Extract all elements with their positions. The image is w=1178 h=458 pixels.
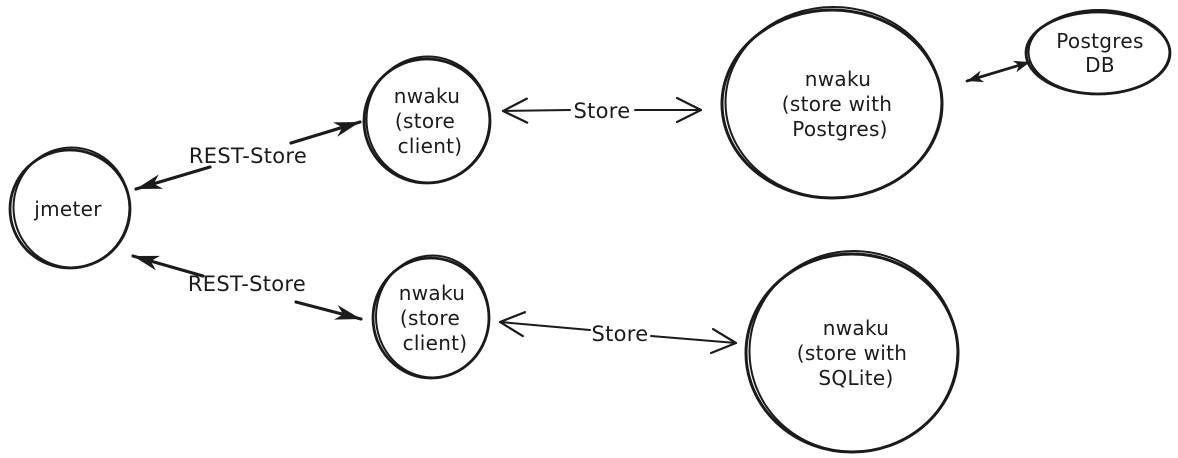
edge-line	[289, 120, 362, 145]
node-label-line: DB	[1085, 53, 1115, 77]
node-label-line: (store with	[797, 341, 907, 365]
store-client-bottom-circle-overstroke	[375, 254, 490, 379]
edge-label: Store	[573, 99, 630, 123]
node-label-line: SQLite)	[818, 366, 893, 390]
edge-rest-store-bottom: REST-Store	[131, 254, 363, 321]
node-label-line: nwaku	[399, 281, 465, 305]
edge-line	[498, 311, 591, 338]
node-nwaku-store-client-top: nwaku (store client)	[362, 55, 492, 185]
node-jmeter: jmeter	[8, 146, 132, 270]
store-client-top-circle-overstroke	[365, 55, 491, 184]
postgres-db-ellipse-overstroke	[1027, 9, 1171, 95]
edge-line	[650, 327, 738, 355]
node-label-line: nwaku	[823, 316, 889, 340]
node-label-line: Postgres)	[792, 117, 888, 141]
node-label-line: nwaku	[394, 84, 460, 108]
node-label-line: (store	[400, 306, 460, 330]
edge-label: Store	[591, 322, 648, 346]
edge-rest-store-top: REST-Store	[134, 120, 362, 191]
node-postgres-db: Postgres DB	[1024, 9, 1172, 96]
node-label-line: (store	[395, 109, 455, 133]
node-nwaku-store-with-postgres: nwaku (store with Postgres)	[720, 6, 944, 200]
edge-store-bottom: Store	[498, 311, 738, 355]
store-sqlite-circle-overstroke	[748, 250, 959, 453]
edge-line	[294, 300, 363, 321]
node-label-line: client)	[403, 331, 468, 355]
node-nwaku-store-with-sqlite: nwaku (store with SQLite)	[744, 250, 960, 454]
edge-line	[501, 97, 571, 124]
edge-line	[131, 254, 205, 278]
edge-label: REST-Store	[189, 144, 307, 168]
node-nwaku-store-client-bottom: nwaku (store client)	[371, 254, 491, 380]
edge-postgres-db-link	[965, 60, 1032, 83]
store-postgres-circle-overstroke	[724, 6, 943, 199]
edge-line	[134, 165, 212, 191]
edge-store-top: Store	[501, 96, 703, 124]
node-label-line: Postgres	[1056, 29, 1143, 53]
node-label-line: client)	[398, 134, 463, 158]
node-label-line: jmeter	[33, 197, 102, 221]
jmeter-circle-overstroke	[12, 146, 131, 269]
edge-label: REST-Store	[188, 272, 306, 296]
node-label-line: (store with	[782, 92, 892, 116]
node-label-line: nwaku	[805, 67, 871, 91]
edge-line	[965, 60, 1032, 83]
